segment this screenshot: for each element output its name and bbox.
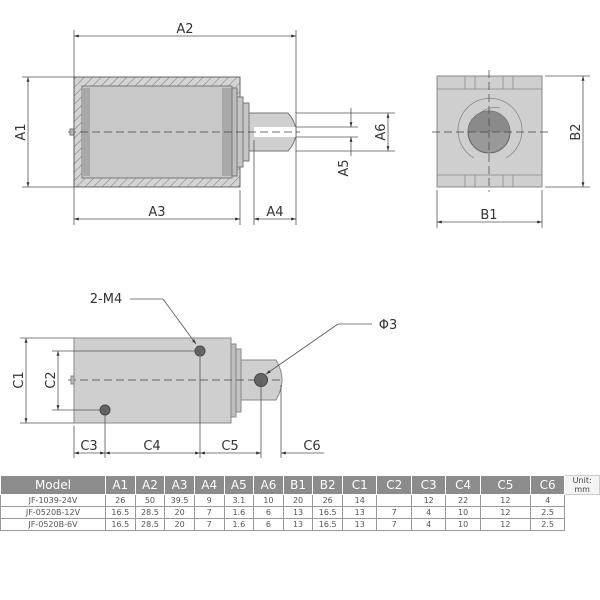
table-cell: 20 (282, 494, 314, 507)
column-header: A4 (193, 475, 225, 495)
table-cell: 4 (410, 518, 447, 531)
table-cell: 9 (193, 494, 225, 507)
table-cell: 50 (134, 494, 166, 507)
column-header: B2 (312, 475, 343, 495)
section-view (68, 76, 300, 188)
dim-label-c6: C6 (303, 439, 320, 454)
column-header: C5 (479, 475, 531, 495)
column-header: C4 (445, 475, 481, 495)
dim-label-c1: C1 (12, 371, 27, 388)
table-cell: 1.6 (223, 518, 255, 531)
table-cell: 7 (376, 518, 412, 531)
dim-label-a3: A3 (148, 205, 165, 220)
table-cell: 14 (341, 494, 378, 507)
table-cell: 16.5 (104, 506, 136, 519)
table-cell: 13 (341, 506, 378, 519)
column-header: C6 (529, 475, 566, 495)
table-cell: 7 (193, 506, 225, 519)
unit-note: Unit: mm (564, 475, 600, 495)
table-cell: 6 (253, 518, 284, 531)
table-cell: 10 (253, 494, 284, 507)
dim-label-a2: A2 (176, 22, 193, 37)
spec-table: Model A1 A2 A3 A4 A5 A6 B1 B2 C1 C2 C3 C… (0, 475, 600, 531)
callout-pin-hole: Φ3 (379, 318, 398, 333)
table-cell: JF-1039-24V (0, 494, 106, 507)
table-cell: 2.5 (529, 506, 566, 519)
table-cell: 16.5 (312, 506, 343, 519)
callout-mount-holes: 2-M4 (90, 292, 122, 307)
table-cell: 16.5 (312, 518, 343, 531)
table-row: JF-1039-24V 26 50 39.5 9 3.1 10 20 26 14… (0, 494, 600, 507)
dim-label-a6: A6 (374, 123, 389, 140)
table-cell: JF-0520B-6V (0, 518, 106, 531)
dim-label-c4: C4 (143, 439, 160, 454)
table-cell: 22 (445, 494, 481, 507)
column-header: A1 (104, 475, 136, 495)
column-header: B1 (282, 475, 314, 495)
column-header: A6 (253, 475, 284, 495)
column-header: C3 (410, 475, 447, 495)
table-cell: 26 (312, 494, 343, 507)
dim-label-c5: C5 (221, 439, 238, 454)
table-cell: 13 (282, 506, 314, 519)
column-header: C2 (376, 475, 412, 495)
table-cell: 2.5 (529, 518, 566, 531)
table-cell: 7 (376, 506, 412, 519)
dim-label-b1: B1 (480, 208, 497, 223)
column-header: C1 (341, 475, 378, 495)
dim-label-a5: A5 (337, 159, 352, 176)
table-cell: 20 (164, 506, 195, 519)
end-view-dimensions (436, 75, 590, 228)
table-cell: JF-0520B-12V (0, 506, 106, 519)
table-cell: 12 (479, 506, 531, 519)
dim-label-a1: A1 (14, 123, 29, 140)
table-cell: 10 (445, 518, 481, 531)
table-cell: 12 (410, 494, 447, 507)
table-cell: 7 (193, 518, 225, 531)
section-dimensions (22, 30, 395, 225)
column-header: Model (0, 475, 106, 495)
table-cell: 6 (253, 506, 284, 519)
table-cell: 3.1 (223, 494, 255, 507)
table-cell: 12 (479, 518, 531, 531)
dim-label-b2: B2 (569, 123, 584, 140)
table-cell: 4 (529, 494, 566, 507)
dim-label-c2: C2 (44, 371, 59, 388)
column-header: A5 (223, 475, 255, 495)
dim-label-a4: A4 (266, 205, 283, 220)
column-header: A2 (134, 475, 166, 495)
table-cell: 13 (341, 518, 378, 531)
table-cell: 10 (445, 506, 481, 519)
table-cell: 28.5 (134, 518, 166, 531)
table-cell: 12 (479, 494, 531, 507)
table-cell: 16.5 (104, 518, 136, 531)
table-cell (376, 494, 412, 507)
column-header: A3 (164, 475, 195, 495)
dim-label-c3: C3 (80, 439, 97, 454)
table-cell: 1.6 (223, 506, 255, 519)
technical-drawing: A2 A1 A3 A4 A5 A6 B1 B2 (12, 22, 590, 458)
table-cell: 28.5 (134, 506, 166, 519)
side-view-dimensions (20, 298, 372, 458)
table-header-row: Model A1 A2 A3 A4 A5 A6 B1 B2 C1 C2 C3 C… (0, 475, 600, 495)
table-cell: 13 (282, 518, 314, 531)
table-cell: 39.5 (164, 494, 195, 507)
table-cell: 4 (410, 506, 447, 519)
table-row: JF-0520B-12V 16.5 28.5 20 7 1.6 6 13 16.… (0, 506, 600, 519)
table-cell: 20 (164, 518, 195, 531)
end-view (432, 70, 548, 192)
side-view (68, 337, 284, 424)
table-cell: 26 (104, 494, 136, 507)
table-row: JF-0520B-6V 16.5 28.5 20 7 1.6 6 13 16.5… (0, 518, 600, 531)
